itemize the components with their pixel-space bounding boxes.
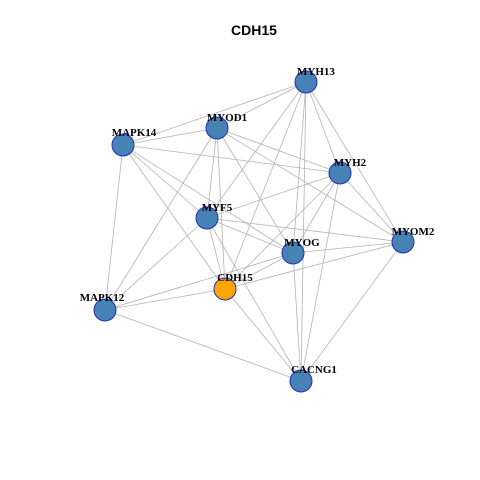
edge-myf5-mapk12 xyxy=(104,217,208,311)
node-myh13[interactable] xyxy=(294,70,318,94)
edge-myh13-myom2 xyxy=(305,81,404,243)
edge-myod1-cdh15 xyxy=(216,127,226,290)
edge-myh13-cacng1 xyxy=(300,81,307,382)
edge-myf5-cdh15 xyxy=(206,217,226,290)
node-label-myog: MYOG xyxy=(284,237,320,249)
edge-myod1-mapk12 xyxy=(104,127,218,311)
edge-myh13-mapk14 xyxy=(122,81,307,146)
edge-myom2-cdh15 xyxy=(224,241,404,290)
node-mapk12[interactable] xyxy=(93,298,117,322)
edge-myod1-myf5 xyxy=(206,127,218,219)
node-label-cacng1: CACNG1 xyxy=(291,364,337,376)
edge-myod1-myog xyxy=(216,127,294,254)
edge-myf5-cacng1 xyxy=(206,217,302,382)
graph-title: CDH15 xyxy=(231,22,277,38)
node-cdh15[interactable] xyxy=(213,277,237,301)
node-label-myom2: MYOM2 xyxy=(392,226,435,238)
edge-mapk12-cacng1 xyxy=(104,309,302,382)
node-label-cdh15: CDH15 xyxy=(217,272,253,284)
edge-mapk14-mapk12 xyxy=(104,144,124,311)
node-layer xyxy=(93,70,415,393)
edge-myod1-myom2 xyxy=(216,127,404,243)
node-myf5[interactable] xyxy=(195,206,219,230)
edge-myh13-myod1 xyxy=(216,81,307,129)
edge-mapk14-myf5 xyxy=(122,144,208,219)
edge-myh2-cdh15 xyxy=(224,172,341,290)
edge-myh2-myom2 xyxy=(339,172,404,243)
edge-myod1-myh2 xyxy=(216,127,341,174)
node-label-mapk12: MAPK12 xyxy=(80,292,125,304)
edge-myf5-myog xyxy=(206,217,294,254)
edge-layer xyxy=(104,81,404,382)
node-label-myod1: MYOD1 xyxy=(207,112,247,124)
node-label-mapk14: MAPK14 xyxy=(112,127,157,139)
edge-cdh15-mapk12 xyxy=(104,288,226,311)
node-mapk14[interactable] xyxy=(111,133,135,157)
edge-myom2-cacng1 xyxy=(300,241,404,382)
edge-myh2-myf5 xyxy=(206,172,341,219)
edge-myf5-myom2 xyxy=(206,217,404,243)
edge-mapk14-cdh15 xyxy=(122,144,226,290)
edge-myh2-cacng1 xyxy=(300,172,341,382)
edge-myh13-myh2 xyxy=(305,81,341,174)
edge-myog-myom2 xyxy=(292,241,404,254)
edge-myh2-myog xyxy=(292,172,341,254)
edge-cdh15-cacng1 xyxy=(224,288,302,382)
node-label-myf5: MYF5 xyxy=(202,202,233,214)
edge-myh13-cdh15 xyxy=(224,81,307,290)
edge-myod1-mapk14 xyxy=(122,127,218,146)
edge-myog-cacng1 xyxy=(292,252,302,382)
edge-myog-cdh15 xyxy=(224,252,294,290)
node-cacng1[interactable] xyxy=(289,369,313,393)
node-myh2[interactable] xyxy=(328,161,352,185)
node-myom2[interactable] xyxy=(391,230,415,254)
edge-myh13-myf5 xyxy=(206,81,307,219)
edge-myog-mapk12 xyxy=(104,252,294,311)
node-label-myh13: MYH13 xyxy=(297,66,335,78)
node-myog[interactable] xyxy=(281,241,305,265)
edge-mapk14-myog xyxy=(122,144,294,254)
node-myod1[interactable] xyxy=(205,116,229,140)
node-label-myh2: MYH2 xyxy=(334,157,367,169)
edge-mapk14-myh2 xyxy=(122,144,341,174)
